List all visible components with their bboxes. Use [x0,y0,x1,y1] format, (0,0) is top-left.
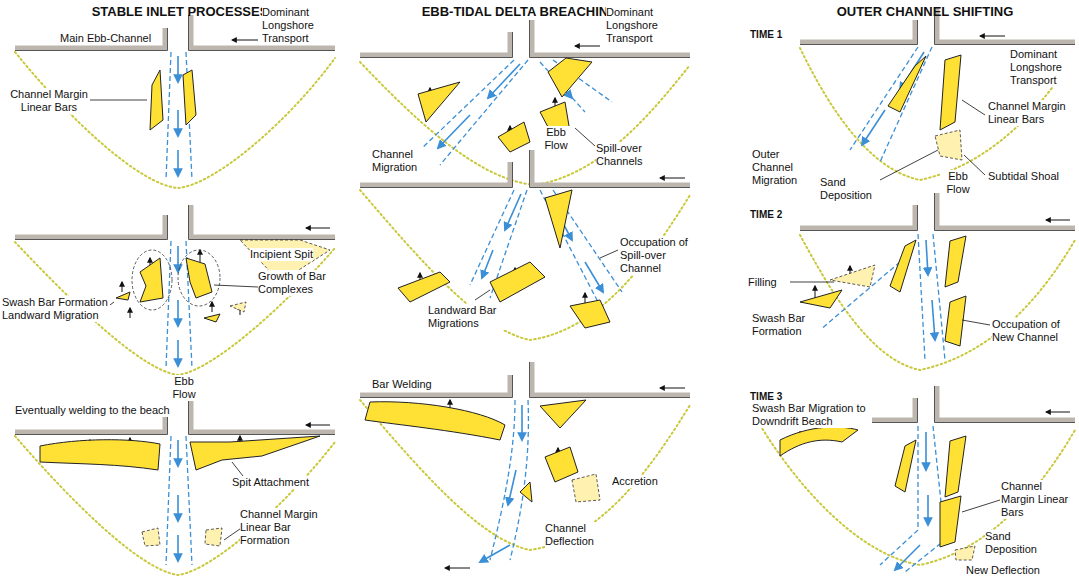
feature-label: Dominant Longshore Transport [262,6,332,45]
feature-label: Main Ebb-Channel [60,32,151,45]
feature-label: Occupation of New Channel [992,318,1072,344]
feature-label: Sand Deposition [985,530,1045,556]
feature-label: Outer Channel Migration [752,148,810,187]
feature-label: Filling [748,276,777,289]
feature-label: Swash Bar Migration to Downdrift Beach [752,402,872,428]
feature-label: Spill-over Channels [596,142,658,168]
feature-label: New Deflection [966,564,1040,577]
feature-label: Swash Bar Formation Landward Migration [2,296,110,322]
feature-label: Channel Margin Linear Bars [8,88,90,114]
feature-label: Subtidal Shoal [988,170,1059,183]
feature-label: Incipient Spit [250,248,313,261]
feature-label: Eventually welding to the beach [15,404,170,417]
feature-label: Channel Migration [372,148,434,174]
panel-heading: STABLE INLET PROCESSES [80,4,280,19]
feature-label: Channel Margin Linear Bars [988,100,1068,126]
time-label: TIME 1 [750,28,782,41]
feature-label: Dominant Longshore Transport [1010,48,1076,87]
feature-label: Channel Deflection [545,522,605,548]
feature-label: Occupation of Spill-over Channel [620,236,690,275]
feature-label: Landward Bar Migrations [428,304,508,330]
feature-label: Ebb Flow [940,170,976,196]
feature-label: Accretion [612,475,658,488]
feature-label: Sand Deposition [820,176,878,202]
time-label: TIME 2 [750,208,782,221]
feature-label: Bar Welding [372,378,432,391]
feature-label: Channel Margin Linear Bars [1001,480,1076,519]
feature-label: Ebb Flow [538,126,574,152]
panel-heading: OUTER CHANNEL SHIFTING [820,4,1030,19]
feature-label: Dominant Longshore Transport [606,6,686,45]
panel-heading: EBB-TIDAL DELTA BREACHING [400,4,640,19]
feature-label: Spit Attachment [232,476,309,489]
feature-label: Growth of Bar Complexes [258,270,338,296]
feature-label: Swash Bar Formation [752,312,822,338]
feature-label: Channel Margin Linear Bar Formation [240,508,340,547]
feature-label: Ebb Flow [166,375,202,401]
